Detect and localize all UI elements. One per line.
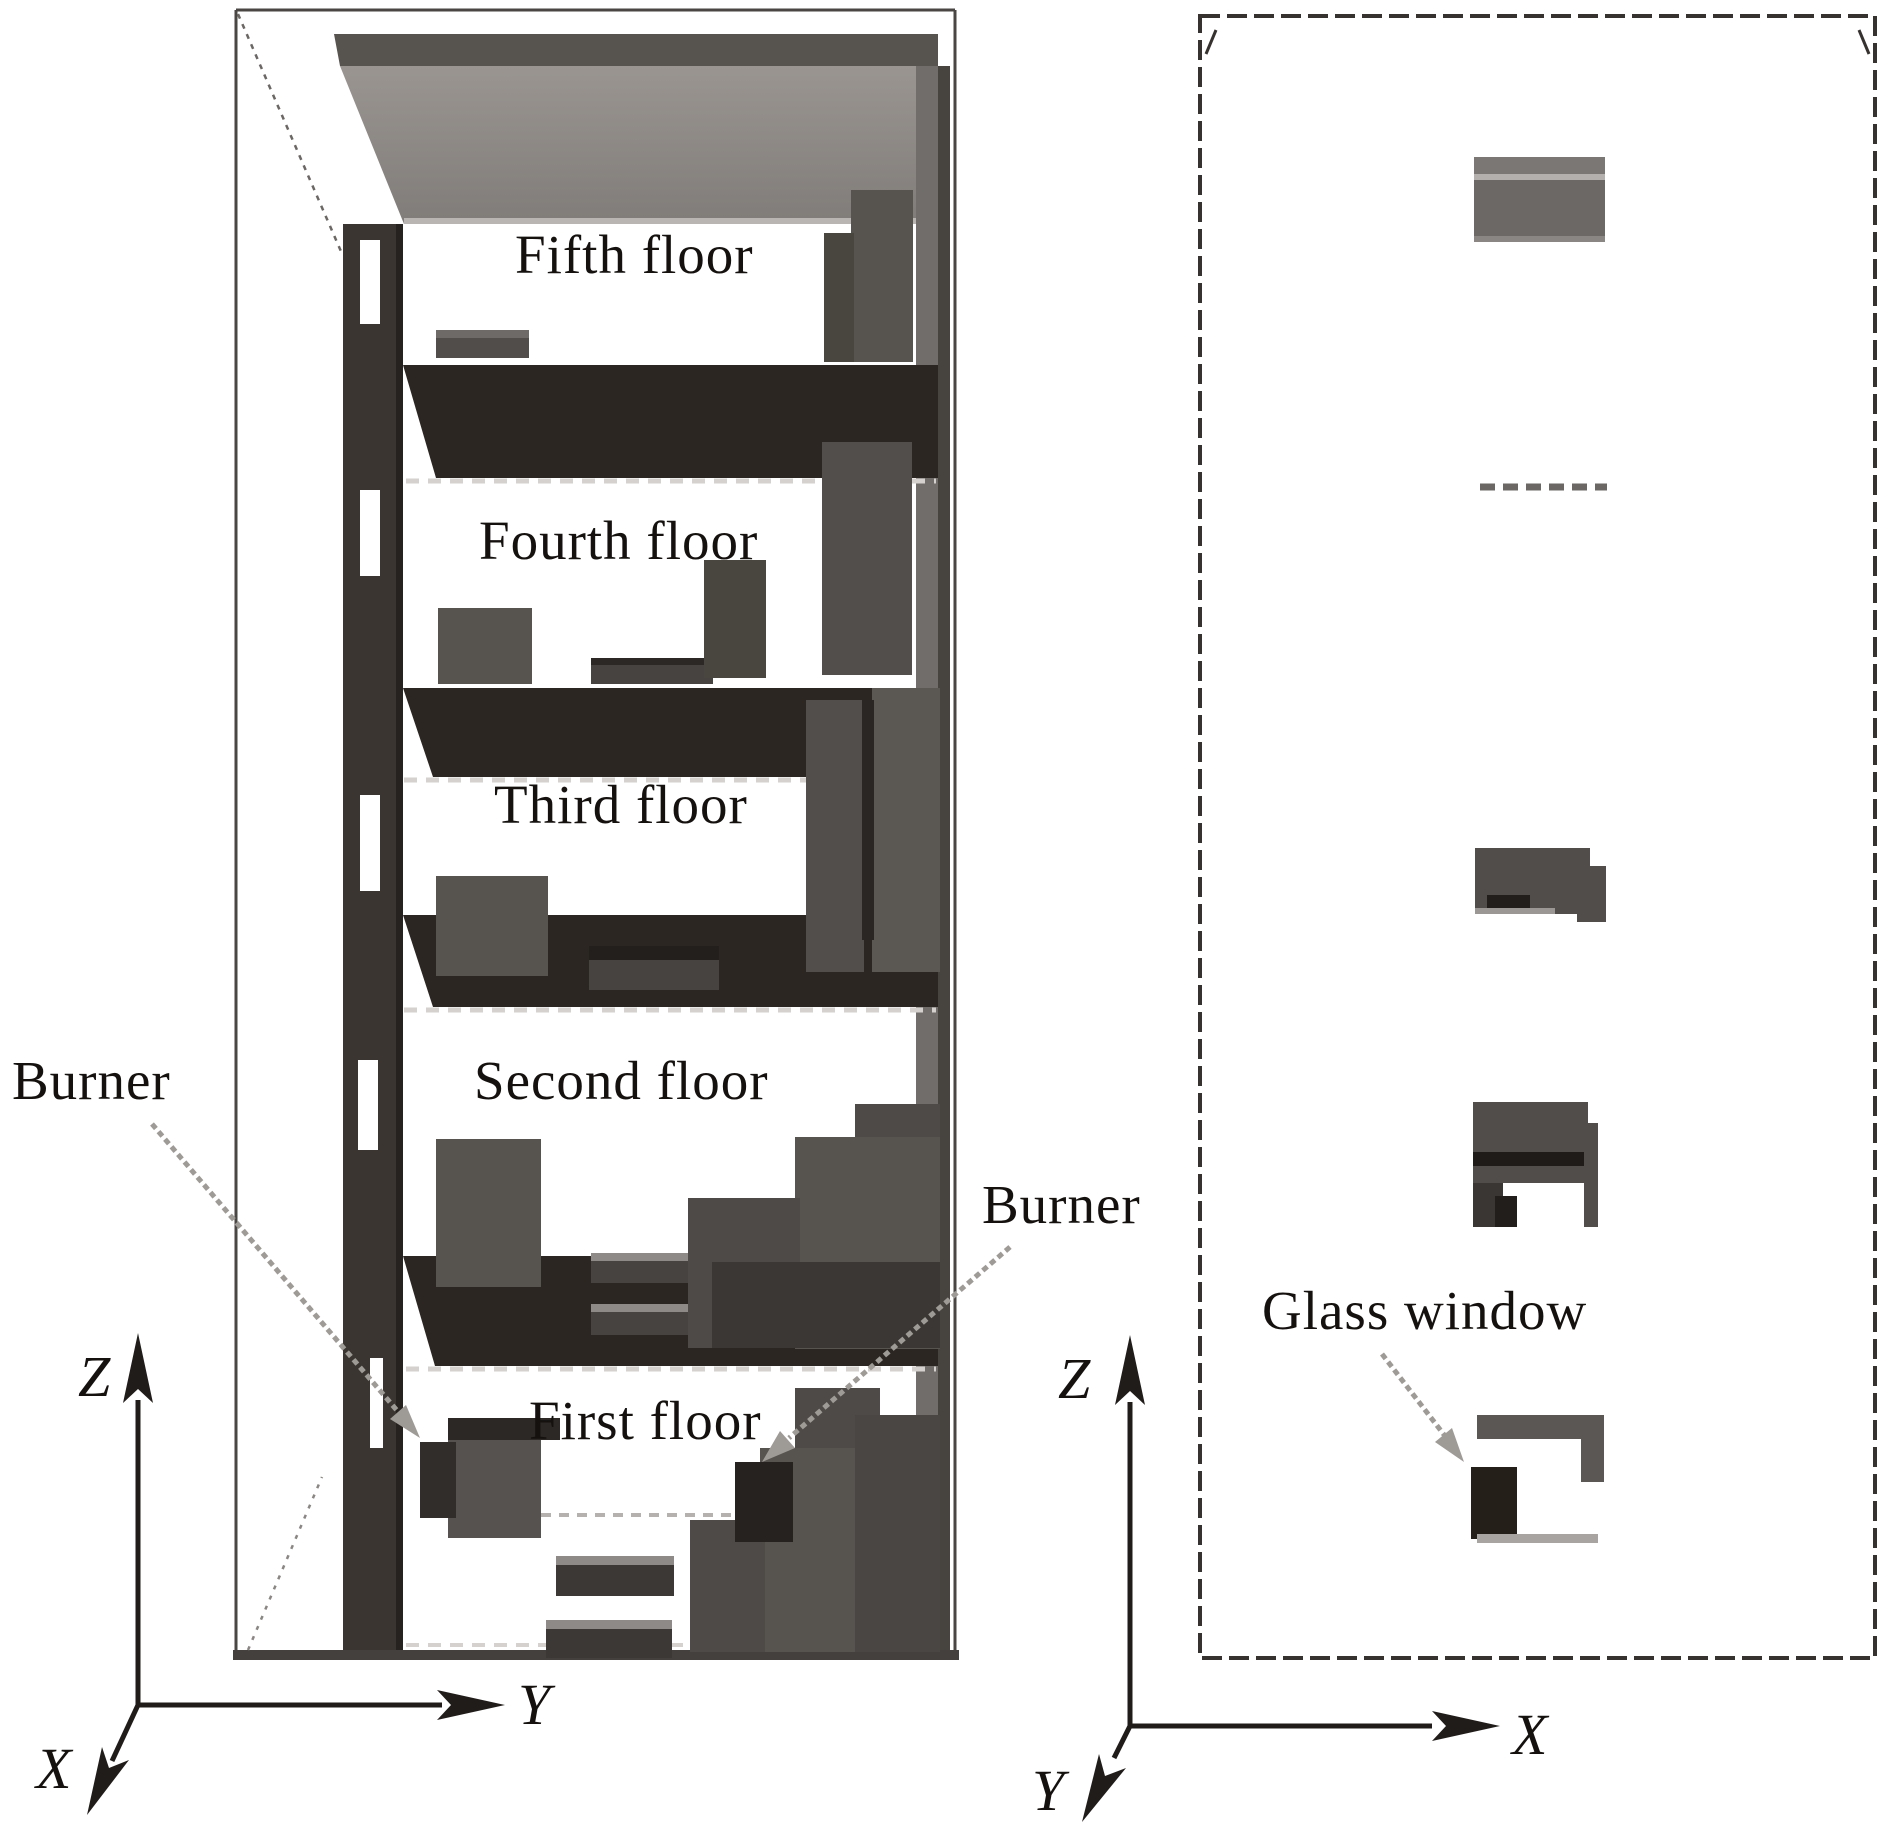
- furniture-block: [712, 1262, 940, 1348]
- mesh-corner-tick-icon: [1857, 29, 1871, 55]
- furniture-gap: [862, 700, 874, 940]
- furniture-block: [806, 700, 864, 972]
- front-first-floor-glass-window: [1471, 1415, 1604, 1543]
- furniture-block: [822, 442, 912, 675]
- furniture-block: [436, 876, 548, 976]
- left-wall: [343, 224, 403, 1650]
- furniture-top-edge: [591, 1304, 712, 1312]
- left-axis-z-label: Z: [78, 1344, 111, 1409]
- floor-label-second: Second floor: [474, 1050, 769, 1111]
- axis-z-arrowhead-icon: [1115, 1335, 1145, 1405]
- furniture-block: [448, 1440, 541, 1538]
- building-front-view: [1082, 14, 1877, 1822]
- burner-arrow-left: [150, 1122, 402, 1416]
- window-frame-top: [1477, 1415, 1604, 1439]
- window-opening: [360, 795, 380, 891]
- front-second-floor-window: [1473, 1102, 1598, 1227]
- floor-slab: [403, 365, 938, 478]
- perspective-edge-bottom-icon: [246, 1476, 324, 1651]
- axis-z-arrowhead-icon: [123, 1333, 153, 1403]
- right-axes: [1082, 1335, 1500, 1822]
- furniture-top-edge: [591, 658, 713, 665]
- window-block-dark: [1495, 1196, 1517, 1227]
- burner-label-right: Burner: [982, 1174, 1141, 1235]
- burner-arrowhead-left-icon: [390, 1405, 420, 1438]
- window-frame-right: [1581, 1439, 1604, 1482]
- axis-y-arrowhead-icon: [437, 1690, 505, 1720]
- axis-y-line: [1111, 1724, 1133, 1760]
- ceiling-bottom-edge: [404, 218, 938, 224]
- window-opening: [360, 490, 380, 576]
- perspective-edge-top-icon: [236, 13, 345, 257]
- building-3d-view: [87, 8, 1012, 1815]
- furniture-block: [824, 233, 854, 362]
- axis-y-arrowhead-icon: [1082, 1754, 1126, 1822]
- window-block-dark: [1487, 895, 1530, 912]
- glass-window-arrowhead-icon: [1435, 1428, 1464, 1462]
- window-frame-bottom: [1477, 1534, 1598, 1543]
- left-axis-y-label: Y: [518, 1672, 551, 1737]
- furniture-block: [436, 1139, 541, 1287]
- window-block-tab: [1577, 866, 1606, 922]
- furniture-block: [589, 960, 719, 990]
- glass-window-arrow: [1380, 1352, 1447, 1438]
- furniture-block: [851, 190, 913, 362]
- furniture-top-edge: [589, 946, 719, 960]
- burner-arrows: [150, 1122, 1012, 1462]
- floor-label-third: Third floor: [494, 774, 748, 835]
- furniture-top-edge: [436, 330, 529, 338]
- window-block-top: [1474, 157, 1605, 174]
- burner-label-left: Burner: [12, 1050, 171, 1111]
- right-axis-z-label: Z: [1058, 1346, 1091, 1411]
- front-third-floor-window: [1475, 848, 1606, 922]
- right-axis-y-label: Y: [1032, 1758, 1065, 1823]
- window-opening: [358, 1060, 378, 1150]
- left-axes: [87, 1333, 505, 1815]
- window-block-dark: [1473, 1152, 1588, 1166]
- left-wall-inner-edge: [396, 224, 403, 1650]
- floor-label-fifth: Fifth floor: [515, 224, 754, 285]
- first-floor-furniture: [420, 1388, 940, 1658]
- furniture-top-edge: [546, 1620, 672, 1629]
- mesh-boundary: [1198, 14, 1877, 1660]
- third-floor-furniture: [436, 688, 940, 990]
- window-block: [1473, 1102, 1588, 1183]
- fourth-floor-furniture: [438, 442, 912, 684]
- floor-slab: [403, 688, 938, 777]
- floor-label-first: First floor: [529, 1390, 762, 1451]
- furniture-block: [855, 1415, 940, 1652]
- burner-arrowhead-right-icon: [762, 1431, 795, 1462]
- mesh-corner-tick-icon: [1204, 29, 1218, 55]
- window-block-line: [1475, 908, 1555, 914]
- furniture-block: [872, 688, 940, 972]
- fifth-floor-ceiling: [340, 66, 938, 224]
- glass-window-label: Glass window: [1262, 1280, 1588, 1341]
- furniture-top-edge: [591, 1253, 704, 1261]
- furniture-top-edge: [448, 1418, 560, 1440]
- fifth-floor-furniture: [436, 190, 913, 362]
- window-block-leg: [1584, 1123, 1598, 1227]
- axis-x-arrowhead-icon: [87, 1747, 129, 1815]
- burner-arrow-right: [787, 1245, 1012, 1440]
- axis-x-arrowhead-icon: [1432, 1711, 1500, 1741]
- axis-x-line: [109, 1703, 141, 1763]
- second-floor-furniture: [436, 1104, 940, 1349]
- window-opening: [370, 1358, 383, 1448]
- furniture-block: [438, 608, 532, 684]
- right-wall-edge: [938, 66, 950, 1650]
- right-axis-x-label: X: [1512, 1702, 1548, 1767]
- roof-slab-edge: [334, 34, 938, 66]
- burner-box-left: [420, 1442, 456, 1518]
- left-axis-x-label: X: [36, 1736, 72, 1801]
- front-fifth-floor-window: [1474, 157, 1605, 242]
- window-block-bottom: [1474, 236, 1605, 242]
- window-opening: [360, 240, 380, 324]
- furniture-block: [704, 560, 766, 678]
- floor-label-fourth: Fourth floor: [479, 510, 759, 571]
- burner-box-right: [735, 1462, 793, 1542]
- glass-window-block: [1471, 1467, 1517, 1539]
- furniture-top-edge: [556, 1556, 674, 1565]
- window-block-line: [1474, 174, 1605, 180]
